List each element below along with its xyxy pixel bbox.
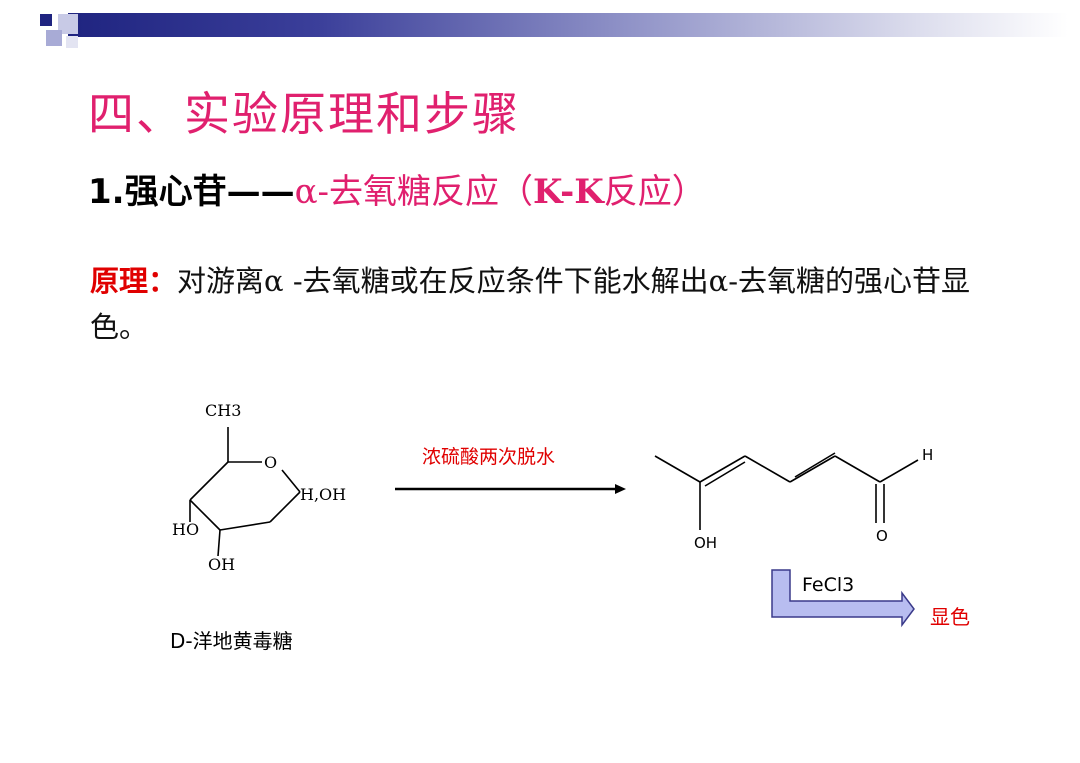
principle-label: 原理： [90, 264, 178, 298]
reactant-ho-label: HO [172, 520, 199, 539]
principle-paragraph: 原理：对游离α -去氧糖或在反应条件下能水解出α-去氧糖的强心苷显色。 [90, 258, 990, 350]
product-h-label: H [922, 446, 933, 464]
reaction-condition-label: 浓硫酸两次脱水 [422, 446, 555, 468]
fecl3-arrow [771, 569, 915, 628]
header-square-1 [40, 14, 52, 26]
reagent-label: FeCl3 [802, 574, 854, 596]
header-square-4 [66, 36, 78, 48]
header-square-3 [46, 30, 62, 46]
product-o-label: O [876, 527, 888, 545]
reactant-oh-label: OH [208, 555, 235, 574]
header-gradient-bar [68, 13, 1068, 37]
subtitle-reaction-end: 反应） [603, 172, 706, 212]
subtitle-kk: K-K [533, 172, 604, 212]
product-oh-label: OH [694, 534, 717, 552]
reaction-arrow [395, 484, 626, 494]
page-title: 四、实验原理和步骤 [88, 87, 520, 141]
reactant-h-oh-label: H,OH [300, 485, 346, 504]
reactant-ring-oxygen: O [264, 453, 277, 472]
subtitle-lead: 1.强心苷—— [88, 172, 295, 212]
subtitle-reaction: α-去氧糖反应（ [294, 172, 534, 212]
header-square-2 [58, 14, 78, 34]
principle-text: 对游离α -去氧糖或在反应条件下能水解出α-去氧糖的强心苷显色。 [90, 264, 970, 344]
reactant-structure [189, 427, 301, 557]
result-label: 显色 [930, 605, 970, 629]
reactant-ch3-label: CH3 [205, 401, 241, 420]
product-structure [654, 452, 919, 530]
reactant-name: D-洋地黄毒糖 [170, 629, 293, 653]
section-subtitle: 1.强心苷——α-去氧糖反应（K-K反应） [88, 164, 706, 213]
